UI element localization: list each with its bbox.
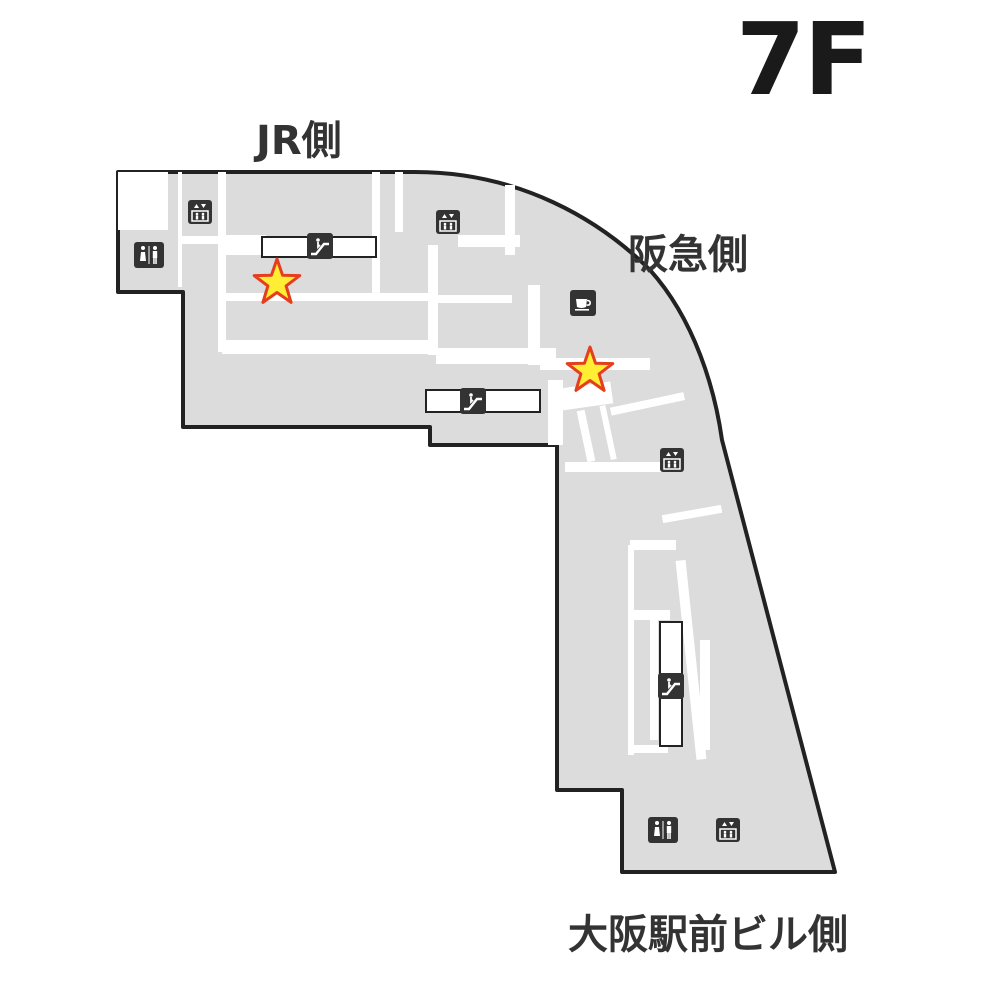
elevator-icon (715, 817, 741, 843)
elevator-icon (659, 447, 685, 473)
restroom-icon (648, 817, 678, 843)
escalator-icon (458, 386, 488, 416)
floor-label: 7F (736, 1, 872, 118)
side-label-jr: JR側 (256, 118, 342, 164)
cafe-icon (569, 289, 597, 317)
elevator-icon (187, 199, 213, 225)
elevator-icon (435, 209, 461, 235)
corridors (118, 172, 723, 760)
escalator-icon (305, 231, 335, 261)
side-label-hankyu: 阪急側 (628, 232, 748, 278)
escalator-icon (656, 671, 686, 701)
side-label-osaka-ekimae: 大阪駅前ビル側 (568, 912, 848, 958)
restroom-icon (134, 242, 164, 268)
